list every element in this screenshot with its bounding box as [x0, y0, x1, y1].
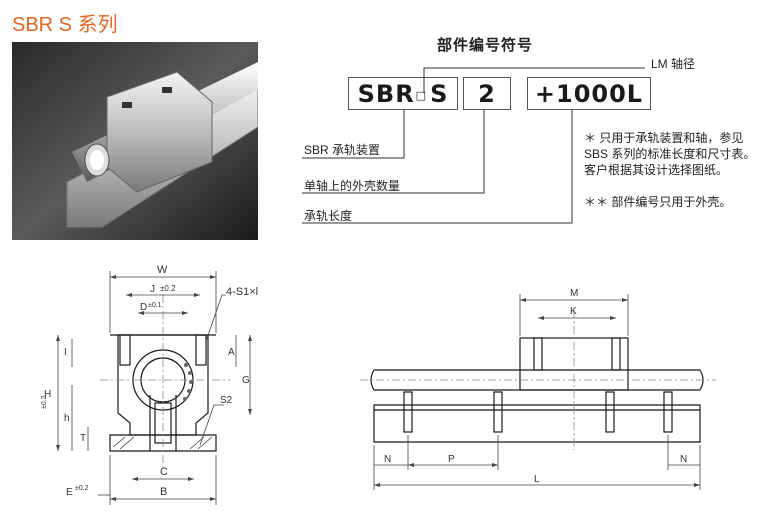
label-rail-length: 承轨长度 — [304, 209, 353, 223]
label-housing-qty: 单轴上的外壳数量 — [304, 179, 401, 193]
note-housing-only: ＊＊ 部件编号只用于外壳。 — [584, 195, 732, 209]
dim-h: h — [64, 413, 70, 424]
dim-M: M — [570, 288, 578, 299]
dim-K: K — [570, 306, 577, 317]
note-rail-shaft: ＊ 只用于承轨装置和轴，参见SBS 系列的标准长度和尺寸表。客户根据其设计选择图… — [584, 131, 756, 177]
code-marker: □ — [415, 89, 428, 102]
product-photo — [12, 42, 258, 240]
dim-H-tolerance: ±0.2 — [41, 395, 48, 409]
code-box-model: SBR □ S — [348, 77, 458, 110]
dim-holes: 4-S1×l — [226, 286, 258, 298]
dim-P: P — [448, 454, 455, 465]
dim-N-left: N — [384, 454, 391, 465]
label-shaft-diameter: LM 轴径 — [651, 57, 696, 71]
code-series: S — [430, 79, 449, 108]
dim-G: G — [242, 375, 250, 386]
dim-C: C — [160, 466, 168, 478]
dim-D-tolerance: ±0.1 — [148, 302, 162, 309]
dim-J-tolerance: ±0.2 — [160, 284, 176, 293]
dim-H: H — [44, 389, 51, 400]
dim-L: L — [534, 474, 540, 485]
code-length: +1000L — [534, 79, 644, 108]
label-rail-unit: SBR 承轨装置 — [304, 143, 381, 157]
dim-B: B — [160, 486, 167, 498]
part-number-heading: 部件编号符号 — [437, 37, 534, 54]
dim-E-tolerance: ±0.2 — [75, 485, 89, 492]
dim-D: D — [140, 302, 147, 313]
dim-N-right: N — [680, 454, 687, 465]
series-title: SBR S 系列 — [12, 14, 118, 36]
dim-I: I — [64, 347, 67, 358]
front-view-drawing: W J ±0.2 D ±0.1 4-S1×l I A G H ±0.2 h T … — [41, 264, 258, 505]
code-box-quantity: 2 — [463, 77, 511, 110]
code-model: SBR — [357, 79, 415, 108]
dim-A: A — [228, 347, 235, 358]
code-box-length: +1000L — [527, 77, 651, 110]
side-view-drawing: M K N P L N — [360, 288, 716, 490]
dim-J: J — [150, 284, 155, 295]
dim-W: W — [157, 264, 168, 276]
dim-T: T — [80, 433, 86, 444]
dim-E: E — [66, 487, 73, 498]
code-quantity: 2 — [478, 79, 496, 108]
dim-S2: S2 — [220, 395, 233, 406]
